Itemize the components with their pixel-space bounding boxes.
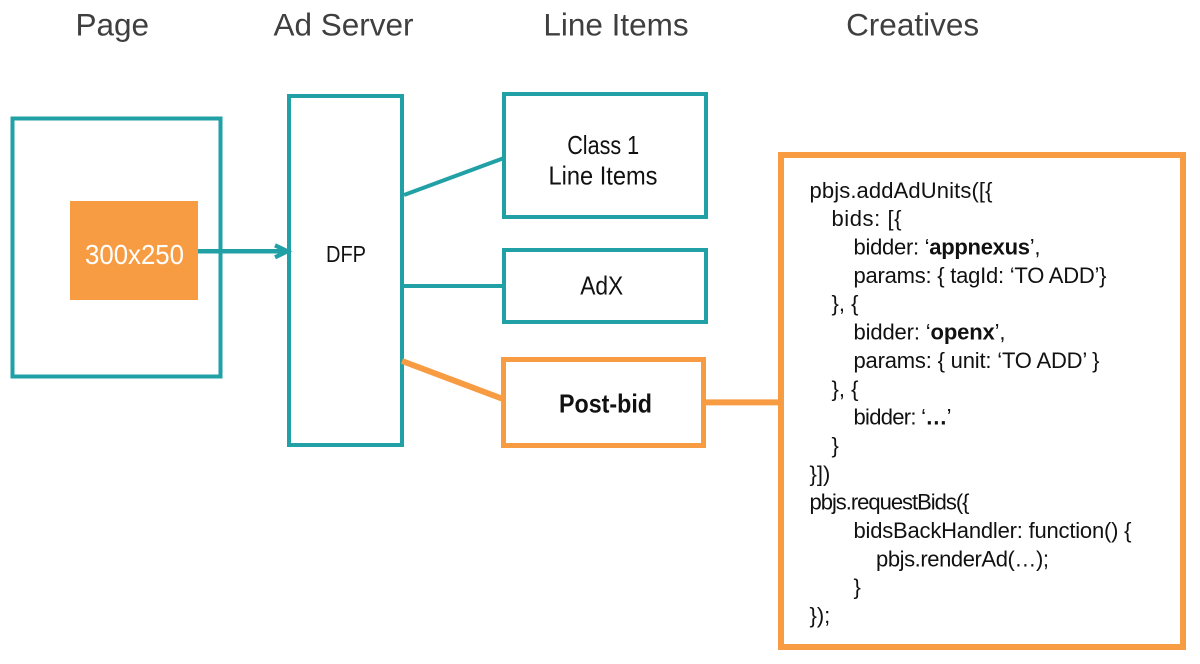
svg-text:}, {: }, { xyxy=(832,291,859,316)
svg-text:Post-bid: Post-bid xyxy=(559,389,652,419)
svg-text:bidder: ‘openx’,: bidder: ‘openx’, xyxy=(854,320,1006,345)
svg-text:}: } xyxy=(832,433,839,458)
svg-text:Line Items: Line Items xyxy=(543,7,688,43)
svg-text:AdX: AdX xyxy=(580,271,623,301)
svg-text:Ad Server: Ad Server xyxy=(273,7,413,43)
svg-text:300x250: 300x250 xyxy=(85,239,184,270)
svg-text:});: }); xyxy=(810,603,831,628)
svg-text:}, {: }, { xyxy=(832,376,859,401)
svg-text:}]): }]) xyxy=(810,461,831,486)
svg-text:Line Items: Line Items xyxy=(549,161,658,191)
svg-text:Page: Page xyxy=(76,7,150,43)
svg-text:Creatives: Creatives xyxy=(846,7,979,43)
svg-text:bidder: ‘…’: bidder: ‘…’ xyxy=(854,405,952,430)
svg-text:Class 1: Class 1 xyxy=(567,130,639,160)
svg-text:pbjs.renderAd(…);: pbjs.renderAd(…); xyxy=(876,546,1049,571)
svg-text:}: } xyxy=(854,575,861,600)
svg-text:pbjs.requestBids({: pbjs.requestBids({ xyxy=(810,490,970,515)
svg-text:bids: [{: bids: [{ xyxy=(832,206,902,231)
svg-text:params: { tagId: ‘TO ADD’}: params: { tagId: ‘TO ADD’} xyxy=(854,263,1107,288)
svg-text:params: { unit: ‘TO ADD’ }: params: { unit: ‘TO ADD’ } xyxy=(854,348,1100,373)
svg-text:DFP: DFP xyxy=(326,241,366,267)
svg-text:bidder: ‘appnexus’,: bidder: ‘appnexus’, xyxy=(854,235,1041,260)
svg-text:bidsBackHandler: function() {: bidsBackHandler: function() { xyxy=(854,518,1132,543)
svg-text:pbjs.addAdUnits([{: pbjs.addAdUnits([{ xyxy=(810,178,993,203)
